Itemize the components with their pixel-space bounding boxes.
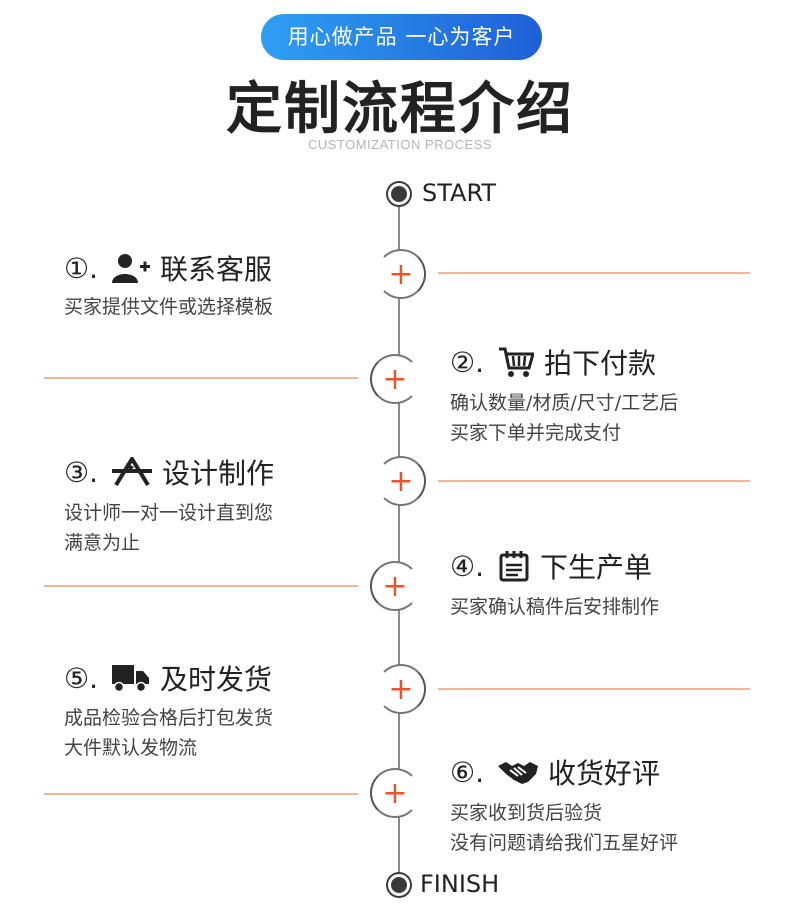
step-3-title-row: ③. 设计制作	[64, 452, 274, 492]
step-4-number: ④.	[450, 549, 485, 583]
start-node	[388, 183, 410, 205]
step-3-desc-line-2: 满意为止	[64, 532, 141, 554]
step-2-number: ②.	[450, 345, 485, 379]
step-3-number: ③.	[64, 455, 99, 489]
step-2-desc-line-2: 买家下单并完成支付	[450, 422, 622, 444]
page-title: 定制流程介绍	[226, 77, 574, 142]
slogan-badge: 用心做产品 一心为客户	[261, 14, 542, 60]
step-2-title: 拍下付款	[544, 347, 657, 380]
step-6-desc-line-2: 没有问题请给我们五星好评	[450, 832, 679, 854]
step-4-title: 下生产单	[540, 551, 653, 584]
step-3-plus-icon: +	[376, 456, 426, 506]
step-1-number: ①.	[64, 251, 99, 285]
finish-label: FINISH	[420, 870, 500, 898]
design-tools-icon	[112, 457, 153, 487]
step-6-title-row: ⑥. 收货好评	[450, 752, 660, 792]
step-1-plus-icon: +	[376, 249, 426, 299]
step-5-plus-icon: +	[376, 664, 426, 714]
add-user-icon	[112, 253, 151, 283]
step-4-description: 买家确认稿件后安排制作	[450, 592, 659, 622]
step-4-desc-line-1: 买家确认稿件后安排制作	[450, 596, 660, 618]
shopping-cart-icon	[498, 346, 535, 378]
step-5-desc-line-1: 成品检验合格后打包发货	[64, 707, 274, 729]
step-2-title-row: ②. 拍下付款	[450, 342, 656, 382]
step-1-connector	[438, 272, 750, 274]
step-6-plus-icon: +	[370, 768, 420, 818]
step-1-title: 联系客服	[160, 253, 273, 286]
step-2-description: 确认数量/材质/尺寸/工艺后 买家下单并完成支付	[450, 388, 678, 448]
notepad-icon	[498, 550, 530, 582]
start-label: START	[422, 179, 497, 207]
step-6-desc-line-1: 买家收到货后验货	[450, 802, 603, 824]
page-subtitle: CUSTOMIZATION PROCESS	[307, 137, 493, 152]
step-6-number: ⑥.	[450, 755, 485, 789]
step-4-title-row: ④. 下生产单	[450, 546, 652, 586]
finish-node	[388, 874, 410, 896]
step-2-connector	[44, 377, 358, 379]
step-5-description: 成品检验合格后打包发货 大件默认发物流	[64, 703, 273, 763]
step-2-plus-icon: +	[370, 354, 420, 404]
step-4-connector	[44, 585, 358, 587]
step-6-connector	[44, 793, 358, 795]
timeline-axis	[398, 193, 400, 885]
step-5-number: ⑤.	[64, 661, 99, 695]
step-1-desc-line-1: 买家提供文件或选择模板	[64, 296, 274, 318]
delivery-truck-icon	[112, 663, 150, 693]
step-6-description: 买家收到货后验货 没有问题请给我们五星好评	[450, 798, 678, 858]
step-3-title: 设计制作	[162, 457, 275, 490]
step-5-title-row: ⑤. 及时发货	[64, 658, 272, 698]
step-1-title-row: ①. 联系客服	[64, 248, 272, 288]
step-4-plus-icon: +	[370, 561, 420, 611]
step-5-desc-line-2: 大件默认发物流	[64, 737, 198, 759]
step-5-title: 及时发货	[160, 663, 273, 696]
step-3-connector	[438, 480, 750, 482]
step-6-title: 收货好评	[548, 757, 661, 790]
step-3-desc-line-1: 设计师一对一设计直到您	[64, 502, 274, 524]
step-1-description: 买家提供文件或选择模板	[64, 292, 273, 322]
step-5-connector	[438, 688, 750, 690]
step-3-description: 设计师一对一设计直到您 满意为止	[64, 498, 273, 558]
step-2-desc-line-1: 确认数量/材质/尺寸/工艺后	[450, 392, 679, 414]
handshake-icon	[498, 758, 539, 786]
